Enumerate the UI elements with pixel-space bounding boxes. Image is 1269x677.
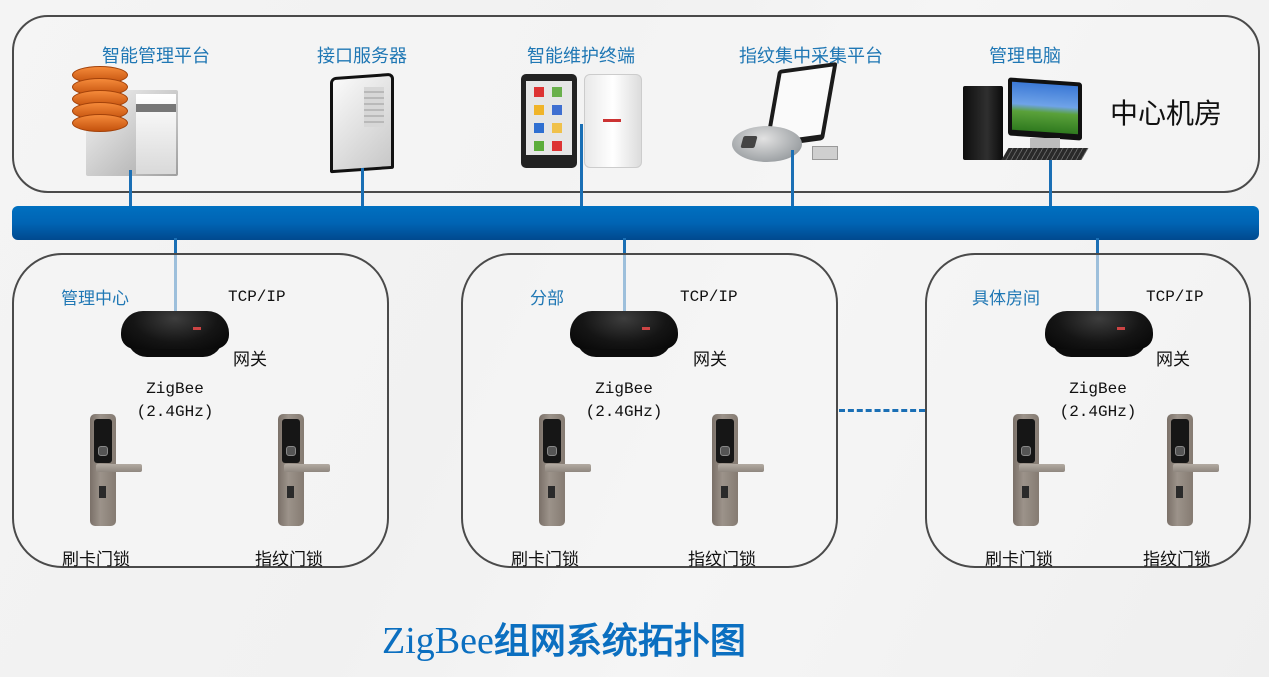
site-name: 具体房间 [972, 289, 1040, 309]
device-label-maintenance-terminal: 智能维护终端 [527, 46, 635, 67]
radio-frequency: (2.4GHz) [1059, 403, 1137, 421]
gateway-label: 网关 [1156, 350, 1190, 370]
site-name: 管理中心 [61, 289, 129, 309]
radio-protocol: ZigBee [1069, 380, 1127, 398]
lock-label-card: 刷卡门锁 [511, 550, 579, 570]
site-panel-room [925, 253, 1251, 568]
gateway-icon [570, 311, 678, 357]
pc-monitor-icon [1008, 77, 1082, 141]
site-name: 分部 [530, 289, 564, 309]
keyboard-icon [1001, 148, 1089, 160]
device-label-management-pc: 管理电脑 [989, 46, 1061, 67]
tower-server-icon [330, 72, 394, 174]
device-label-fingerprint-platform: 指纹集中采集平台 [739, 46, 883, 67]
protocol-label: TCP/IP [1146, 288, 1204, 306]
radio-frequency: (2.4GHz) [136, 403, 214, 421]
title-english: ZigBee [382, 620, 494, 662]
radio-frequency: (2.4GHz) [585, 403, 663, 421]
connector-line [580, 124, 583, 208]
fingerprint-lock-icon [278, 414, 348, 526]
device-label-management-platform: 智能管理平台 [102, 46, 210, 67]
connector-line [361, 168, 364, 208]
gateway-label: 网关 [233, 350, 267, 370]
database-server-icon [72, 66, 178, 176]
device-label-interface-server: 接口服务器 [317, 46, 407, 67]
connector-line [1049, 160, 1052, 208]
diagram-title: ZigBee组网系统拓扑图 [382, 612, 746, 664]
tablet-back-icon [584, 74, 642, 168]
fingerprint-collector-icon [732, 126, 802, 162]
lock-label-fingerprint: 指纹门锁 [255, 550, 323, 570]
card-lock-icon [539, 414, 609, 526]
lock-label-fingerprint: 指纹门锁 [1143, 550, 1211, 570]
network-bus [12, 206, 1259, 240]
connector-line [791, 150, 794, 208]
card-lock-icon [1013, 414, 1083, 526]
radio-protocol: ZigBee [595, 380, 653, 398]
monitor-stand [1030, 138, 1060, 150]
protocol-label: TCP/IP [680, 288, 738, 306]
radio-label: ZigBee (2.4GHz) [115, 378, 235, 424]
site-panel-management-center [12, 253, 389, 568]
radio-protocol: ZigBee [146, 380, 204, 398]
gateway-icon [121, 311, 229, 357]
title-chinese: 组网系统拓扑图 [493, 621, 746, 662]
dashed-link [839, 409, 925, 412]
gateway-icon [1045, 311, 1153, 357]
lock-label-fingerprint: 指纹门锁 [688, 550, 756, 570]
connector-line [129, 170, 132, 208]
fingerprint-lock-icon [712, 414, 782, 526]
lock-label-card: 刷卡门锁 [62, 550, 130, 570]
site-panel-branch [461, 253, 838, 568]
protocol-label: TCP/IP [228, 288, 286, 306]
radio-label: ZigBee (2.4GHz) [564, 378, 684, 424]
tablet-icon [521, 74, 577, 168]
card-lock-icon [90, 414, 160, 526]
usb-hub-icon [812, 146, 838, 160]
center-room-title: 中心机房 [1110, 97, 1223, 130]
gateway-label: 网关 [693, 350, 727, 370]
desktop-pc-icon [963, 86, 1003, 160]
radio-label: ZigBee (2.4GHz) [1038, 378, 1158, 424]
fingerprint-lock-icon [1167, 414, 1237, 526]
lock-label-card: 刷卡门锁 [985, 550, 1053, 570]
